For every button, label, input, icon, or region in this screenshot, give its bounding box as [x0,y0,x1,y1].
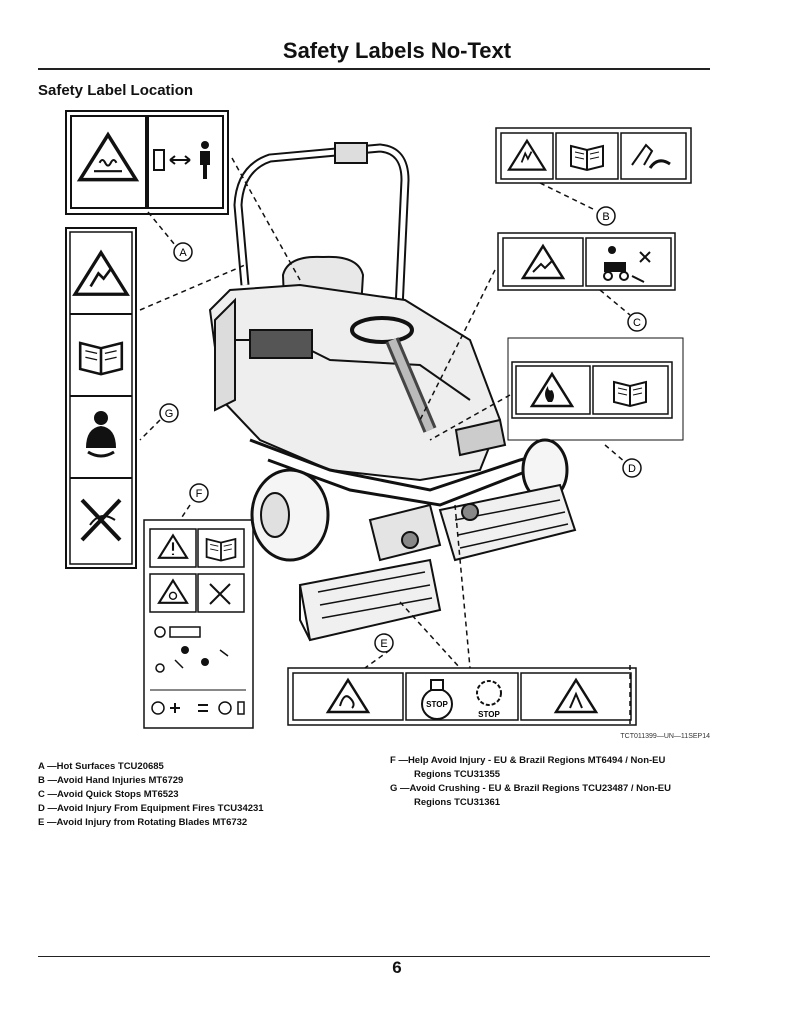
keep-distance-icon [153,141,210,179]
page-number: 6 [392,958,402,977]
rotating-blade-warning-icon [553,677,599,714]
fire-warning-icon [529,371,575,408]
leader-lines [139,157,631,725]
read-manual-icon [570,145,604,171]
read-manual-icon [613,381,647,407]
legend-item-b: B —Avoid Hand Injuries MT6729 [38,775,184,786]
hand-blade-icon [631,143,671,169]
legend-item-g: G —Avoid Crushing - EU & Brazil Regions … [390,783,671,794]
rotating-blade-warning-icon [157,578,189,604]
svg-text:G: G [165,408,174,420]
hand-injury-icon [506,138,548,171]
svg-text:D: D [628,463,636,475]
legend-item-f-cont: Regions TCU31355 [414,769,501,780]
label-f-help-avoid-injury [143,519,254,729]
mower-tipping-icon [603,246,651,283]
no-riders-icon [80,498,122,542]
mower-illustration [208,142,577,642]
no-riders-icon [209,583,231,605]
section-heading: Safety Label Location [38,82,194,99]
legend-item-d: D —Avoid Injury From Equipment Fires TCU… [38,803,264,814]
read-manual-icon [78,341,124,376]
svg-text:F: F [196,488,203,500]
svg-text:C: C [633,317,641,329]
callout-a: A [173,242,193,262]
label-b-hand-injuries [495,127,692,184]
svg-text:E: E [380,638,387,650]
crushing-warning-icon [72,249,130,296]
callout-e: E [374,633,394,653]
callout-g: G [159,403,179,423]
legend-left: A —Hot Surfaces TCU20685 B —Avoid Hand I… [38,760,264,830]
read-manual-icon [205,538,237,562]
label-c-quick-stops [497,232,676,291]
bottom-rule [38,956,710,957]
label-a-hot-surfaces [65,110,229,215]
general-warning-icon [157,533,189,559]
hot-surface-warning-icon [76,131,140,182]
top-rule [38,68,710,70]
controls-diagram-icon [150,626,246,715]
mower-safety-label-figure: STOP STOP [65,110,692,729]
svg-text:B: B [602,211,609,223]
legend-item-c: C —Avoid Quick Stops MT6523 [38,789,179,800]
page-title: Safety Labels No-Text [282,38,512,63]
callout-d: D [622,458,642,478]
stop-knob-icon: STOP STOP [421,679,502,720]
legend-item-a: A —Hot Surfaces TCU20685 [38,761,164,772]
figure-caption: TCT011399—UN—11SEP14 [620,733,710,740]
crushing-warning-icon [520,243,566,280]
legend-item-e: E —Avoid Injury from Rotating Blades MT6… [38,817,248,828]
legend-item-f: F —Help Avoid Injury - EU & Brazil Regio… [390,755,666,766]
stop-label-right: STOP [478,710,500,719]
label-d-equipment-fires [507,337,684,441]
callout-f: F [189,483,209,503]
seatbelt-operator-icon [86,411,116,458]
legend-item-g-cont: Regions TCU31361 [414,797,501,808]
label-g-avoid-crushing [65,227,137,569]
callout-b: B [596,206,616,226]
label-e-rotating-blades: STOP STOP [287,667,637,726]
svg-text:A: A [179,247,187,259]
callout-markers: A B C D E F G [159,206,647,653]
rotating-blade-warning-icon [325,677,371,714]
legend-right: F —Help Avoid Injury - EU & Brazil Regio… [390,754,671,810]
stop-label-left: STOP [426,700,448,709]
callout-c: C [627,312,647,332]
